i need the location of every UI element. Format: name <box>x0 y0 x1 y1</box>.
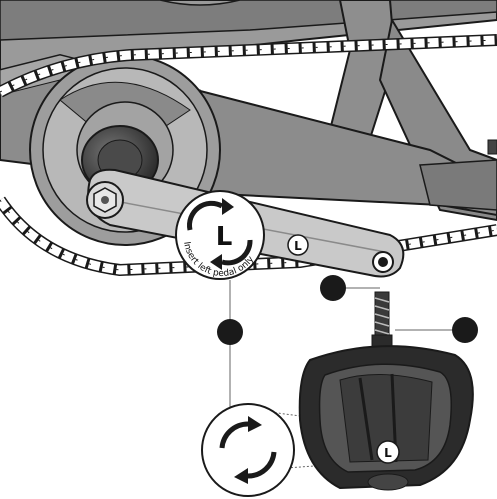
pedal-axle <box>372 292 392 349</box>
callout-pedal-hole <box>320 275 346 301</box>
rotation-detail <box>202 404 294 496</box>
callout-pedal-axle <box>452 317 478 343</box>
pedal: L <box>300 346 473 490</box>
callout-left-detail <box>217 319 243 345</box>
crank-label-badge: L Insert left pedal only <box>176 191 264 279</box>
callouts <box>217 275 478 345</box>
left-marker-large: L <box>216 222 233 252</box>
pedal-left-marker: L <box>384 446 392 460</box>
left-marker-small: L <box>294 239 302 253</box>
